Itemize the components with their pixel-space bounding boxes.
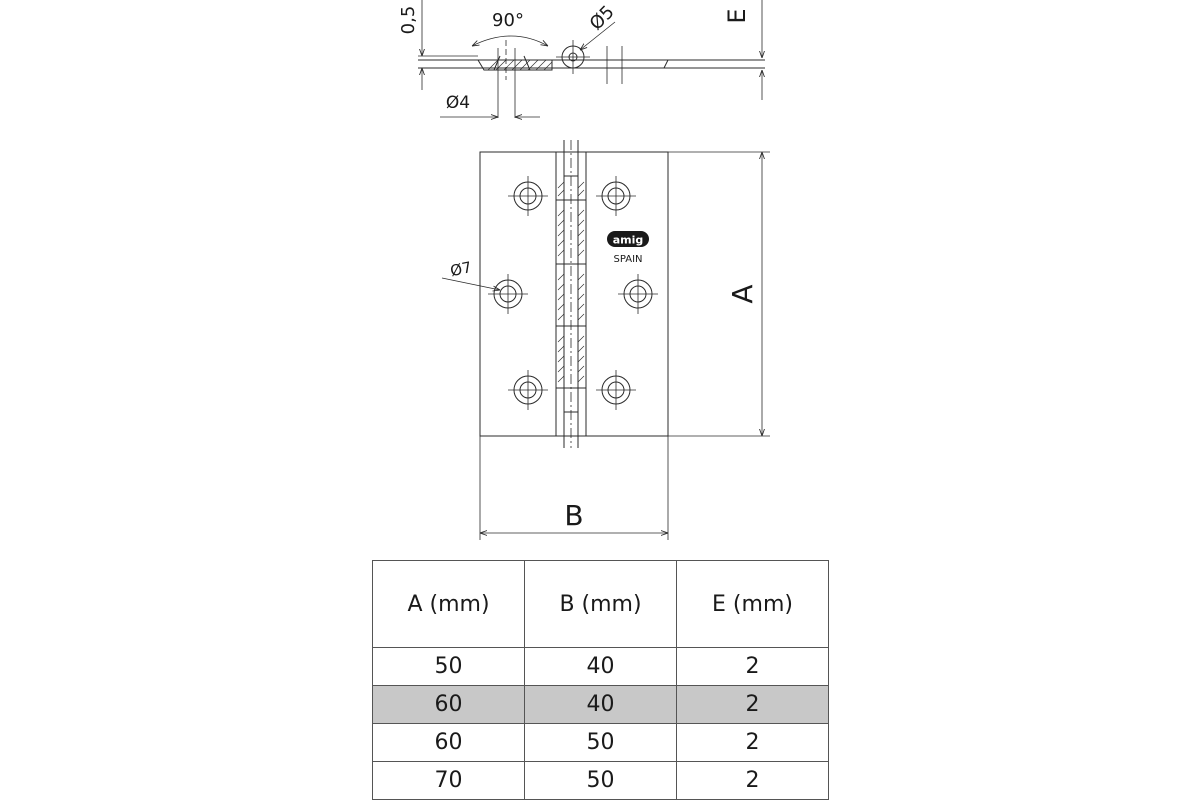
table-row: 50 40 2 [372,647,829,686]
screw-hole [488,274,528,314]
table-row: 60 40 2 [372,685,829,724]
origin-label: SPAIN [613,254,642,265]
cell-a: 60 [372,685,525,724]
screw-hole [596,370,636,410]
cell-b: 40 [524,685,677,724]
head-diameter-label: Ø7 [449,258,474,280]
screw-hole [508,370,548,410]
dim-b-label: B [564,499,583,532]
dimensions-table: A (mm) B (mm) E (mm) 50 40 2 60 40 2 60 … [372,560,829,800]
front-view: Ø7 amig SPAIN A B [441,140,770,540]
header-a: A (mm) [372,560,525,648]
pin-diameter-label: Ø5 [586,2,619,35]
cell-b: 40 [524,647,677,686]
header-b: B (mm) [524,560,677,648]
cell-e: 2 [676,685,829,724]
cell-a: 70 [372,761,525,800]
cell-e: 2 [676,723,829,762]
cell-b: 50 [524,761,677,800]
cell-b: 50 [524,723,677,762]
table-row: 60 50 2 [372,723,829,762]
dim-e-label: E [723,8,751,23]
thickness-label: 0,5 [398,6,419,35]
table-header-row: A (mm) B (mm) E (mm) [372,560,829,648]
dim-a-label: A [726,284,759,303]
table-row: 70 50 2 [372,761,829,800]
hinge-technical-drawing: 0,5 90° Ø5 Ø4 E [398,0,770,540]
cell-a: 50 [372,647,525,686]
angle-label: 90° [492,10,524,31]
cell-e: 2 [676,761,829,800]
brand-logo: amig [607,231,649,247]
brand-logo-text: amig [613,234,644,247]
section-view: 0,5 90° Ø5 Ø4 E [398,0,765,118]
screw-hole [618,274,658,314]
screw-hole [596,176,636,216]
cell-e: 2 [676,647,829,686]
screw-hole [508,176,548,216]
screw-diameter-label: Ø4 [446,93,470,113]
cell-a: 60 [372,723,525,762]
header-e: E (mm) [676,560,829,648]
